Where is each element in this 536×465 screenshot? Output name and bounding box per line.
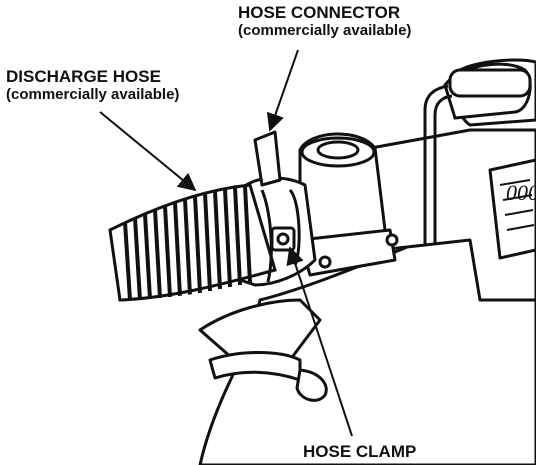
fuel-cap <box>443 62 532 120</box>
hose-clamp <box>260 189 296 283</box>
discharge-hose <box>108 183 277 302</box>
outlet-port <box>298 132 399 277</box>
hose-clamp-title: HOSE CLAMP <box>303 442 417 461</box>
discharge-hose-title: DISCHARGE HOSE <box>6 67 161 86</box>
hose-connector-note: (commercially available) <box>238 21 412 39</box>
pump-body <box>198 198 536 465</box>
discharge-hose-note: (commercially available) <box>6 85 180 103</box>
pipe <box>423 84 453 245</box>
leader-lines <box>99 49 353 437</box>
svg-text:000: 000 <box>506 180 536 205</box>
hose-connector-title: HOSE CONNECTOR <box>238 3 401 22</box>
hose-connector-label: HOSE CONNECTOR (commercially available) <box>238 3 412 39</box>
discharge-hose-label: DISCHARGE HOSE (commercially available) <box>6 67 180 103</box>
hose-clamp-label: HOSE CLAMP <box>303 442 417 462</box>
